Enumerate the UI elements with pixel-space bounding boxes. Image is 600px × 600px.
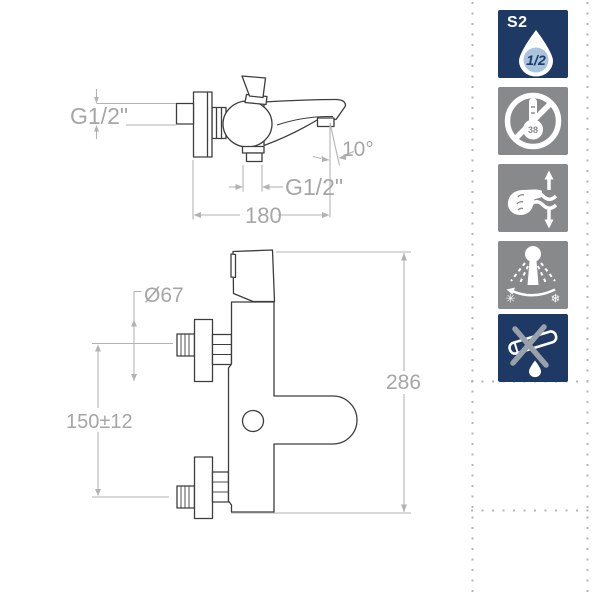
aerator-outlet — [316, 117, 335, 128]
handle-edge-sliver — [230, 253, 237, 279]
handle-lever — [241, 75, 267, 99]
inlet-thread-top — [176, 333, 196, 357]
icon-lever-temperature-range: ✳ ❄ — [498, 241, 568, 309]
inlet-nut-bottom — [211, 471, 230, 503]
side-view-drawing — [175, 75, 347, 163]
front-view-dimensions — [92, 251, 411, 514]
icon-hand-flow-control — [498, 164, 568, 232]
diverter-circle — [241, 409, 265, 433]
thermometer-38-label: 38 — [528, 125, 538, 135]
dim-inlet-spacing-label: 150±12 — [66, 411, 133, 433]
crossed-thermometer-icon: 38 — [504, 92, 562, 150]
dim-outlet-thread-label: G1/2" — [285, 174, 343, 200]
mixer-body — [222, 100, 273, 148]
water-drop-icon: 1/2 — [519, 30, 553, 77]
handle-front — [232, 249, 276, 303]
lever-hot-cold-icon: ✳ ❄ — [505, 246, 561, 306]
wall-flange — [192, 91, 213, 158]
body-and-spout — [227, 301, 358, 513]
cold-snowflake-symbol: ❄ — [550, 292, 560, 306]
icon-no-temp-limit: 38 — [498, 87, 568, 155]
bottom-outlet-thread — [245, 152, 263, 163]
inlet-thread-bottom — [176, 485, 196, 509]
inlet-nut-top — [211, 333, 233, 366]
drop-half-label: 1/2 — [526, 52, 546, 68]
dim-flange-diameter-label: Ø67 — [144, 284, 184, 307]
dim-spout-angle-label: 10° — [342, 138, 374, 161]
hot-sun-symbol: ✳ — [505, 292, 515, 306]
wall-thread — [175, 102, 195, 125]
dim-depth-label: 180 — [245, 203, 282, 228]
front-view-drawing — [176, 249, 358, 520]
icon-s2-flow-class: S2 1/2 — [498, 10, 568, 78]
inlet-flange-top — [193, 318, 214, 383]
dim-height-label: 286 — [386, 371, 421, 394]
spout-outline — [263, 98, 347, 147]
crossed-pipe-icon — [508, 324, 558, 378]
bottom-outlet-collar — [241, 145, 265, 154]
spout-crease-line — [276, 115, 334, 126]
s2-badge-label: S2 — [507, 14, 528, 31]
dim-wall-thread-label: G1/2" — [70, 103, 128, 129]
side-view-dimensions — [94, 89, 355, 220]
icon-no-pipe-drip — [498, 314, 568, 382]
inlet-flange-bottom — [193, 456, 214, 520]
hand-airflow-icon — [507, 170, 558, 229]
